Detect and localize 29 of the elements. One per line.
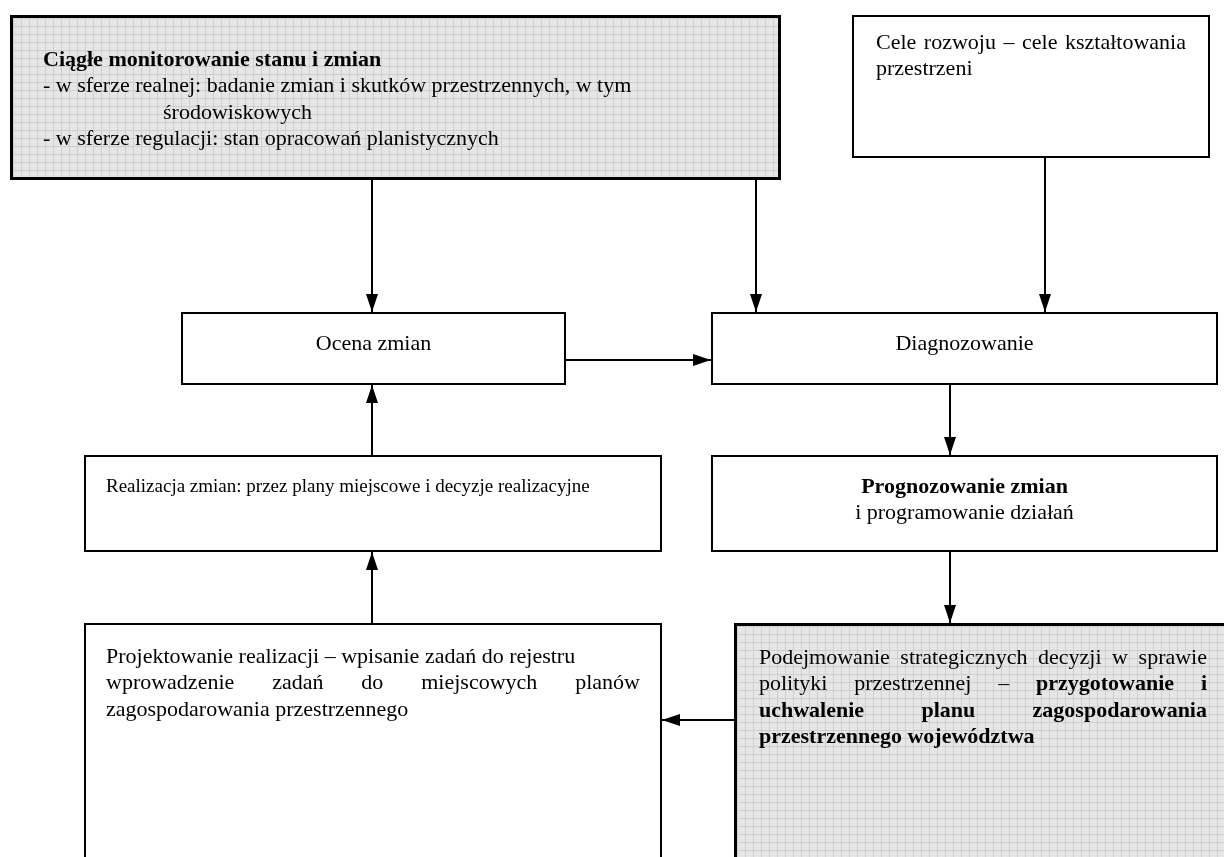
- process-box: [711, 455, 1218, 552]
- box-text: Ocena zmian: [314, 330, 433, 357]
- arrow: [944, 551, 956, 624]
- box-text: - w sferze realnej: badanie zmian i skutków przestrzennych, w tym środowiskowych: [43, 72, 633, 126]
- arrow: [750, 179, 762, 313]
- box-text: Cele rozwoju – cele kształtowania przestrzeni: [876, 29, 1186, 82]
- process-box: [84, 455, 662, 552]
- process-box: [711, 312, 1218, 385]
- arrow: [366, 179, 378, 313]
- arrow: [661, 714, 735, 726]
- arrow: [565, 354, 712, 366]
- box-text: i programowanie działań: [854, 499, 1075, 526]
- box-heading: Ciągłe monitorowanie stanu i zmian: [43, 46, 383, 73]
- arrow: [944, 384, 956, 456]
- box-text: wprowadzenie zadań do miejscowych planów zagospodarowania przestrzennego: [106, 669, 640, 723]
- process-box: [84, 623, 662, 857]
- box-heading: Prognozowanie zmian: [860, 473, 1069, 500]
- box-text: Projektowanie realizacji – wpisanie zadań do rejestru: [106, 643, 577, 670]
- process-box: [181, 312, 566, 385]
- arrow: [366, 384, 378, 456]
- process-box: [10, 15, 781, 180]
- box-text: - w sferze regulacji: stan opracowań planistycznych: [43, 125, 500, 152]
- box-text: Podejmowanie strategicznych decyzji w sprawie polityki przestrzennej – przygotowanie i uchwalenie planu zagospodarowania przestrzennego województwa: [759, 644, 1207, 750]
- arrow: [1039, 157, 1051, 313]
- box-text: Diagnozowanie: [894, 330, 1035, 357]
- process-box: [734, 623, 1224, 857]
- arrow: [366, 551, 378, 624]
- process-box: [852, 15, 1210, 158]
- box-text: Realizacja zmian: przez plany miejscowe i decyzje realizacyjne: [106, 475, 591, 498]
